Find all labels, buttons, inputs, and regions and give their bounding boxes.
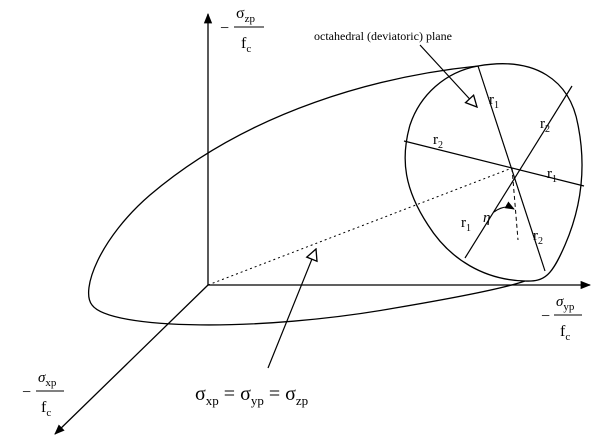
- svg-text:fc: fc: [560, 323, 570, 343]
- radius-line-c: [403, 140, 585, 187]
- eta-label: η: [483, 210, 490, 226]
- hydrostatic-leader-arrow: [267, 249, 316, 369]
- r2-label-left: r2: [433, 132, 443, 151]
- r2-label-bottom-right: r2: [533, 228, 543, 247]
- hydrostatic-equation: σxp = σyp = σzp: [195, 383, 308, 408]
- r1-label-bottom-left: r1: [461, 215, 471, 234]
- r1-label-right: r1: [547, 166, 557, 185]
- failure-surface-outline: [88, 65, 526, 326]
- deviatoric-plane-outline: [404, 63, 583, 282]
- z-axis-label: − σzp fc: [220, 5, 264, 55]
- svg-text:fc: fc: [241, 35, 251, 55]
- radius-line-a: [477, 65, 546, 272]
- hydrostatic-axis-line: [207, 167, 513, 286]
- svg-text:σyp: σyp: [556, 294, 575, 313]
- svg-text:−: −: [22, 384, 31, 401]
- x-axis: [54, 284, 209, 435]
- plane-leader-arrow: [419, 44, 477, 107]
- eta-arc-arrow: [493, 201, 515, 213]
- r1-label-top: r1: [489, 92, 499, 111]
- svg-text:σxp: σxp: [38, 370, 57, 389]
- x-axis-label: − σxp fc: [22, 370, 64, 419]
- y-axis-label: − σyp fc: [541, 294, 582, 343]
- r2-label-top-right: r2: [540, 116, 550, 135]
- svg-text:−: −: [541, 308, 550, 325]
- eta-reference-line: [511, 167, 519, 241]
- plane-label: octahedral (deviatoric) plane: [314, 29, 452, 43]
- svg-text:fc: fc: [41, 399, 51, 419]
- radius-line-b: [464, 85, 573, 259]
- svg-text:−: −: [220, 20, 229, 37]
- svg-text:σzp: σzp: [236, 5, 256, 25]
